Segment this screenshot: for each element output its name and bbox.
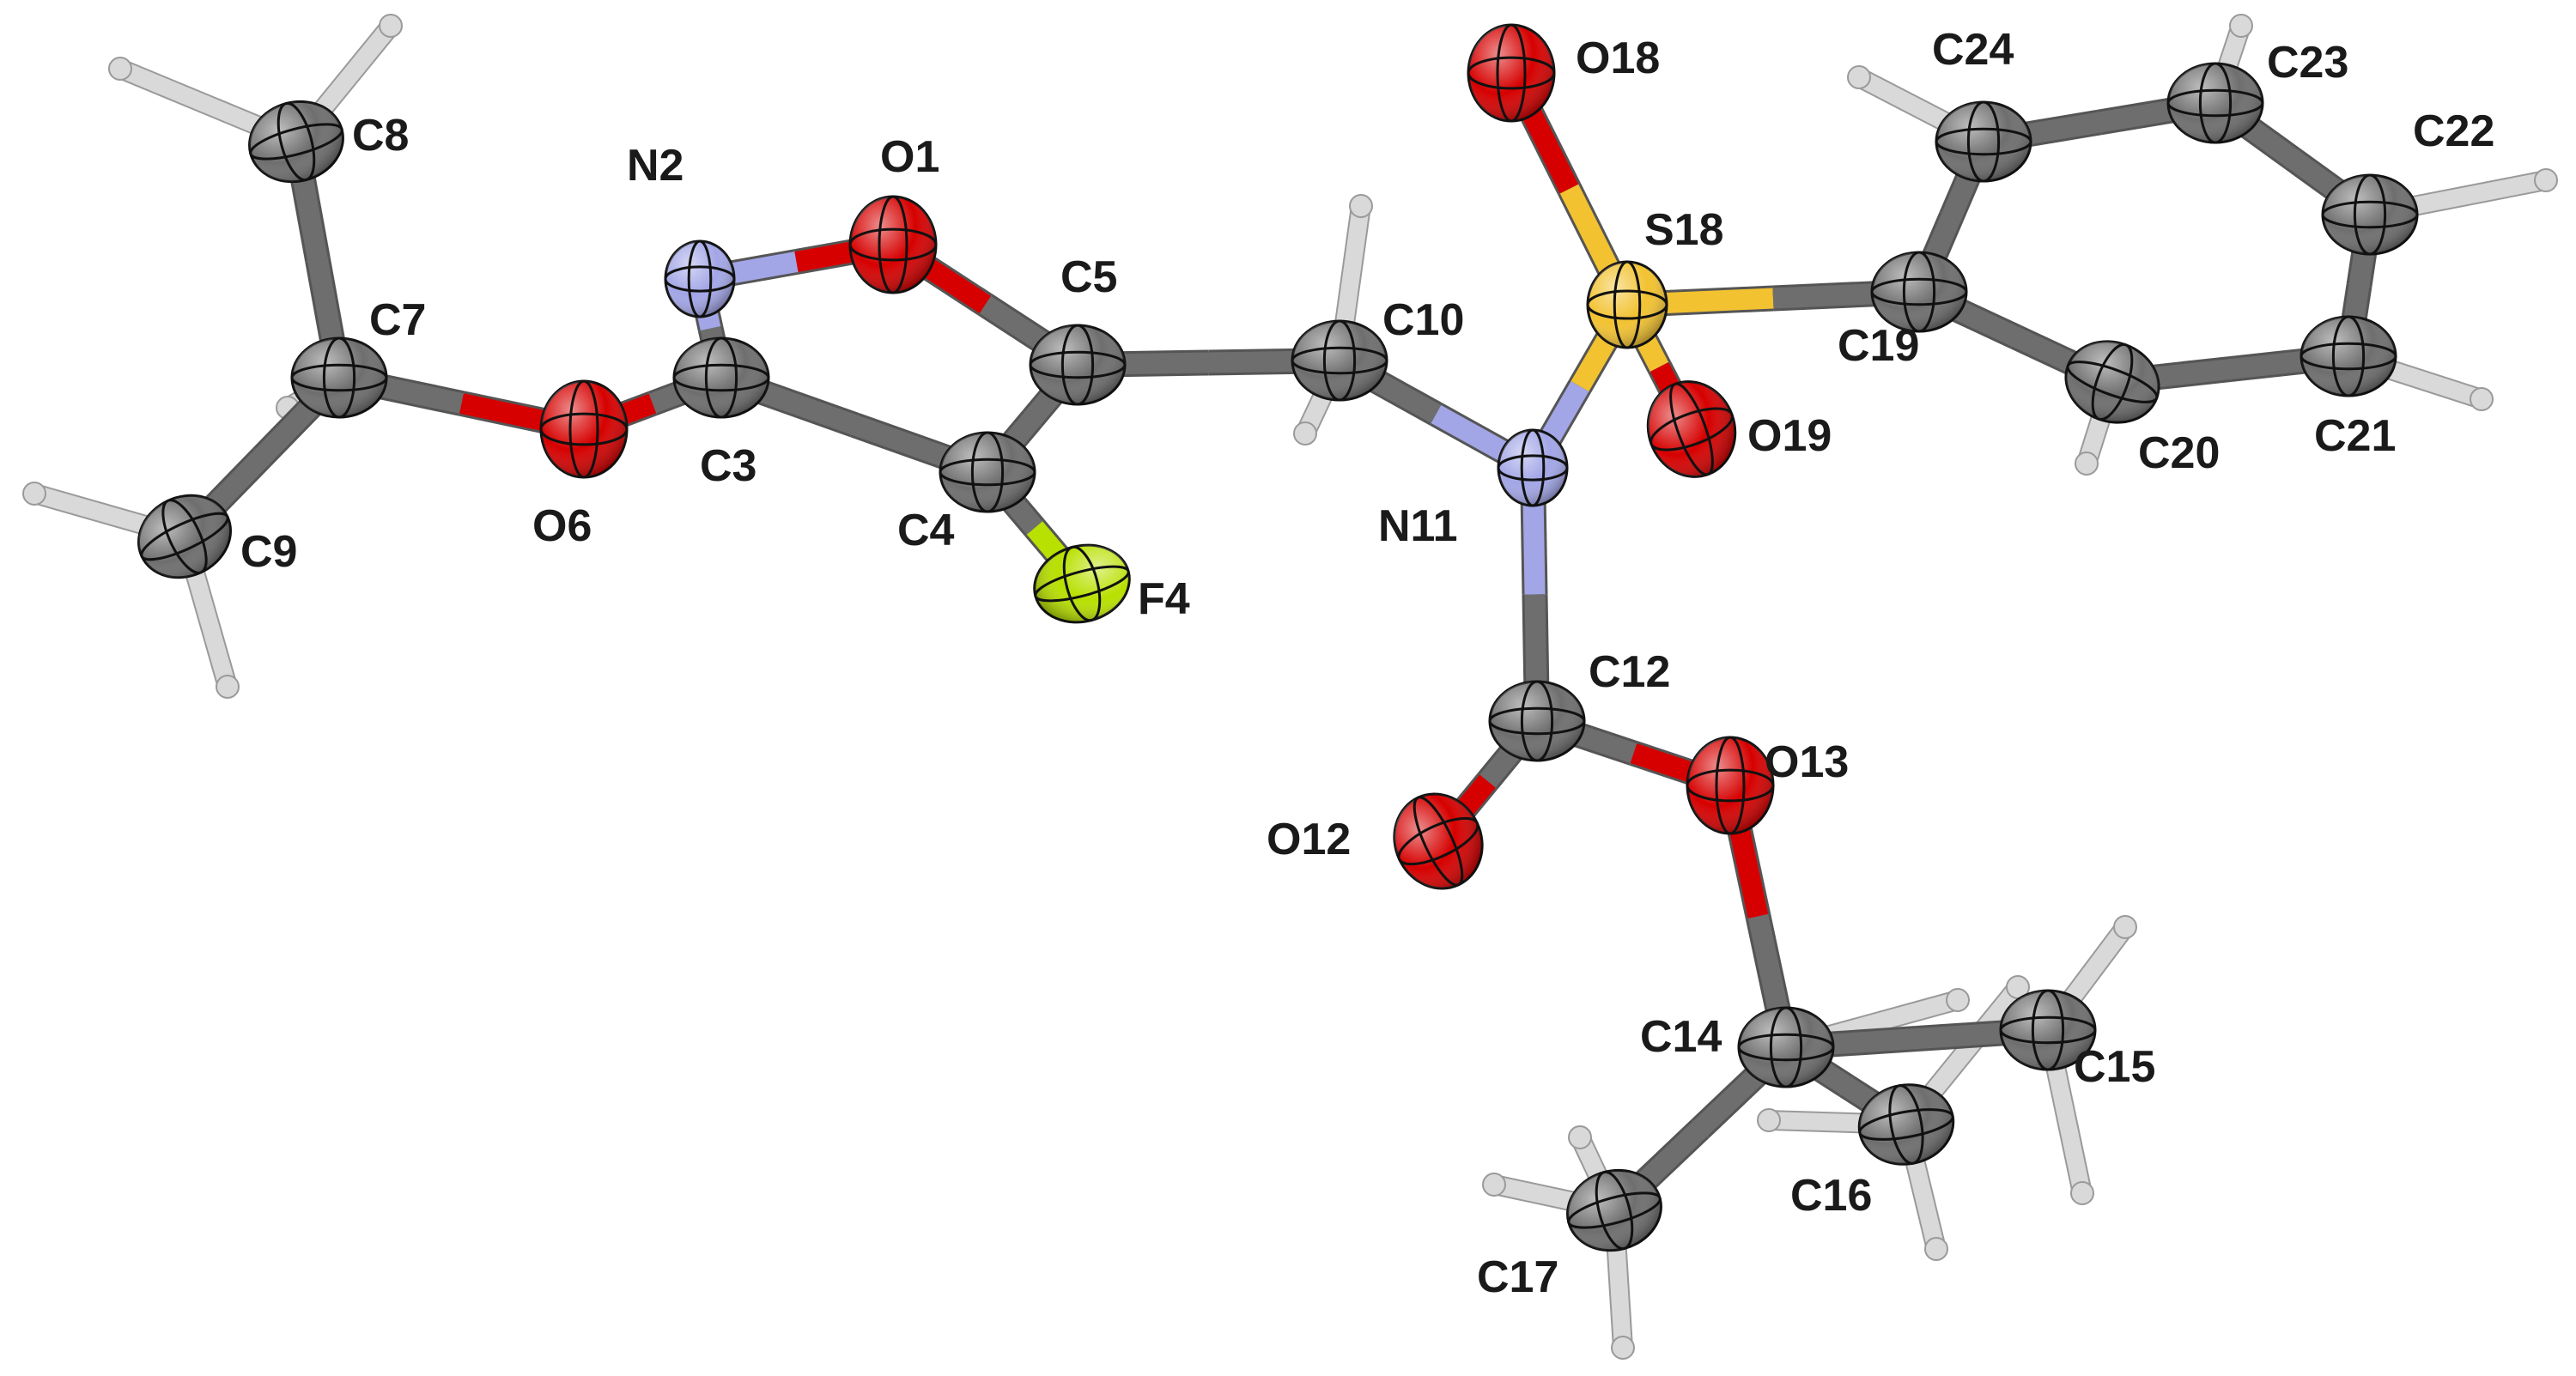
atom-label-c15: C15 [2074, 1042, 2155, 1092]
atom-c19 [1870, 251, 1968, 333]
hydrogen-atom [2470, 387, 2494, 411]
atom-c23 [2166, 62, 2264, 144]
hydrogen-atom [1611, 1336, 1635, 1360]
atom-o1 [848, 195, 938, 294]
atom-label-c16: C16 [1790, 1171, 1872, 1221]
hydrogen-atom [1847, 65, 1871, 89]
atom-c5 [1029, 324, 1127, 406]
atom-label-c7: C7 [369, 295, 426, 345]
hydrogen-atom [379, 14, 403, 38]
atom-label-c12: C12 [1589, 647, 1670, 697]
atom-c22 [2321, 173, 2419, 256]
atom-c4 [939, 431, 1036, 513]
hydrogen-atom [1946, 988, 1970, 1012]
atom-c10 [1291, 319, 1388, 402]
atom-label-c9: C9 [240, 527, 297, 577]
atom-label-o13: O13 [1765, 737, 1849, 787]
atom-label-f4: F4 [1138, 574, 1190, 624]
hydrogen-atom [22, 482, 46, 506]
hydrogen-atom [2070, 1181, 2094, 1205]
atom-s18 [1586, 260, 1668, 349]
atom-label-c21: C21 [2314, 411, 2396, 461]
atom-c7 [290, 336, 388, 419]
atom-c17 [1566, 1168, 1662, 1252]
atom-o12 [1393, 792, 1484, 890]
atom-label-c8: C8 [352, 111, 409, 161]
atom-c15 [1999, 989, 2097, 1071]
hydrogen-atoms [22, 14, 2558, 1360]
atom-label-c24: C24 [1932, 25, 2014, 75]
atom-c14 [1737, 1006, 1835, 1088]
atom-label-c20: C20 [2138, 428, 2220, 478]
atom-o6 [539, 379, 629, 479]
atom-c3 [672, 336, 770, 419]
atom-c16 [1857, 1083, 1955, 1166]
atom-label-c22: C22 [2413, 106, 2494, 156]
atom-label-o6: O6 [532, 501, 592, 551]
hydrogen-atom [1924, 1237, 1948, 1261]
hydrogen-atom [1349, 194, 1373, 218]
hydrogen-atom [2075, 452, 2099, 476]
atom-o13 [1686, 736, 1775, 835]
atom-label-n2: N2 [627, 141, 683, 191]
atom-label-s18: S18 [1644, 205, 1724, 255]
atom-c8 [248, 100, 344, 184]
atom-label-o1: O1 [880, 132, 939, 182]
atom-c24 [1935, 100, 2032, 183]
atom-c21 [2300, 315, 2397, 397]
hydrogen-atom [2113, 915, 2137, 939]
atom-label-o18: O18 [1576, 33, 1660, 83]
atom-label-c10: C10 [1382, 295, 1464, 345]
atom-label-c17: C17 [1477, 1252, 1558, 1302]
atom-label-n11: N11 [1378, 501, 1458, 551]
atom-label-o19: O19 [1747, 411, 1832, 461]
hydrogen-atom [108, 57, 132, 81]
hydrogen-atom [1482, 1173, 1506, 1197]
atom-f4 [1033, 543, 1131, 624]
atom-n2 [664, 239, 736, 318]
atom-label-c14: C14 [1640, 1012, 1722, 1062]
atoms [137, 23, 2419, 1252]
atom-label-c19: C19 [1838, 321, 1919, 371]
atom-c12 [1488, 680, 1586, 762]
atom-o18 [1467, 23, 1556, 123]
atom-o19 [1646, 380, 1737, 478]
hydrogen-atom [1757, 1108, 1781, 1132]
atom-c20 [2064, 340, 2160, 424]
atom-label-o12: O12 [1267, 815, 1351, 864]
hydrogen-atom [2229, 14, 2253, 38]
hydrogen-atom [1293, 421, 1317, 446]
atom-label-c4: C4 [897, 506, 955, 555]
hydrogen-atom [2534, 168, 2558, 192]
atom-c9 [137, 494, 233, 579]
atom-label-c23: C23 [2267, 38, 2348, 88]
hydrogen-atom [1568, 1125, 1592, 1149]
atom-n11 [1497, 428, 1569, 507]
atom-label-c5: C5 [1060, 252, 1117, 302]
atom-label-c3: C3 [700, 441, 756, 491]
hydrogen-atom [216, 675, 240, 699]
